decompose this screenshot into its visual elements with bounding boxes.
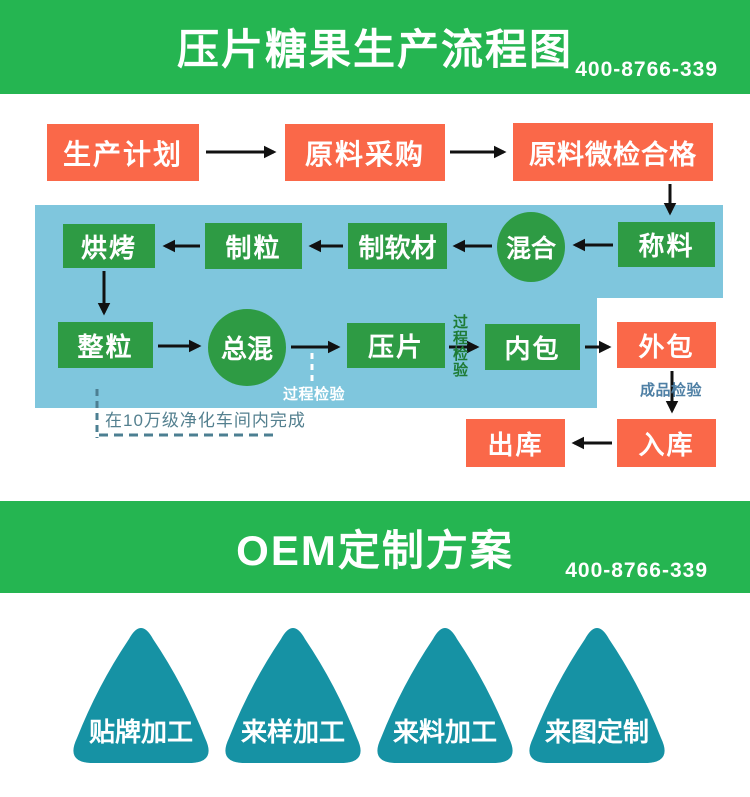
triangle-shape (529, 628, 665, 763)
oem-option-material-processing: 来料加工 (370, 622, 520, 763)
flow-node-sizing: 整粒 (58, 322, 153, 368)
process-check-vertical-label: 过程检验 (451, 314, 468, 378)
flow-node-weighing: 称料 (618, 222, 715, 267)
finished-product-check-label: 成品检验 (640, 382, 703, 399)
oem-option-label: 贴牌加工 (88, 717, 193, 747)
flow-node-mixing: 混合 (497, 212, 565, 282)
flow-node-soft-material: 制软材 (348, 223, 447, 269)
page-title: 压片糖果生产流程图 (176, 26, 573, 73)
flow-node-outbound-storage: 出库 (466, 419, 565, 467)
oem-option-private-label: 贴牌加工 (66, 622, 216, 763)
flow-node-tablet-press: 压片 (347, 323, 445, 368)
flow-node-inbound-storage: 入库 (617, 419, 716, 467)
flow-node-granulation: 制粒 (205, 223, 302, 269)
flow-node-production-plan: 生产计划 (47, 124, 199, 181)
flow-node-material-inspection-pass: 原料微检合格 (513, 123, 713, 181)
triangle-shape (73, 628, 209, 763)
flow-node-baking: 烘烤 (63, 224, 155, 268)
oem-option-label: 来图定制 (544, 717, 649, 747)
hotline-number: 400-8766-339 (575, 58, 718, 81)
flow-node-material-purchase: 原料采购 (285, 124, 445, 181)
flow-node-outer-packaging: 外包 (617, 322, 716, 368)
oem-option-label: 来料加工 (392, 717, 497, 747)
oem-option-custom-design: 来图定制 (522, 622, 672, 763)
top-banner: 压片糖果生产流程图 400-8766-339 (0, 0, 750, 94)
cleanroom-note: 在10万级净化车间内完成 (105, 411, 306, 430)
process-check-label: 过程检验 (283, 386, 346, 403)
oem-option-label: 来样加工 (240, 717, 345, 747)
flow-node-inner-packaging: 内包 (485, 324, 580, 370)
oem-option-sample-processing: 来样加工 (218, 622, 368, 763)
oem-banner: OEM定制方案 400-8766-339 (0, 501, 750, 593)
triangle-shape (225, 628, 361, 763)
triangle-shape (377, 628, 513, 763)
oem-hotline-number: 400-8766-339 (565, 559, 708, 582)
oem-title: OEM定制方案 (236, 527, 514, 574)
flow-node-final-mix: 总混 (208, 309, 286, 386)
